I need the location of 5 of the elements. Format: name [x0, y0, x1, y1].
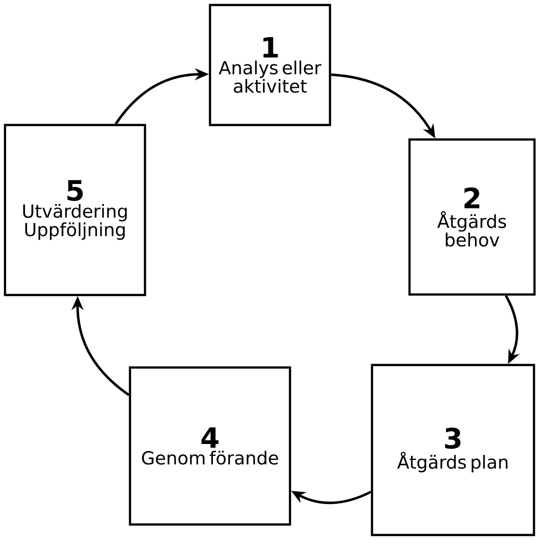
process-box: 2 Åtgärds behov [408, 138, 536, 296]
process-box: 5 Utvärdering Uppföljning [4, 124, 146, 296]
process-box: 3 Åtgärds plan [370, 364, 536, 536]
process-box: 1 Analys eller aktivitet [208, 4, 332, 126]
process-box: 4 Genom förande [128, 366, 292, 526]
